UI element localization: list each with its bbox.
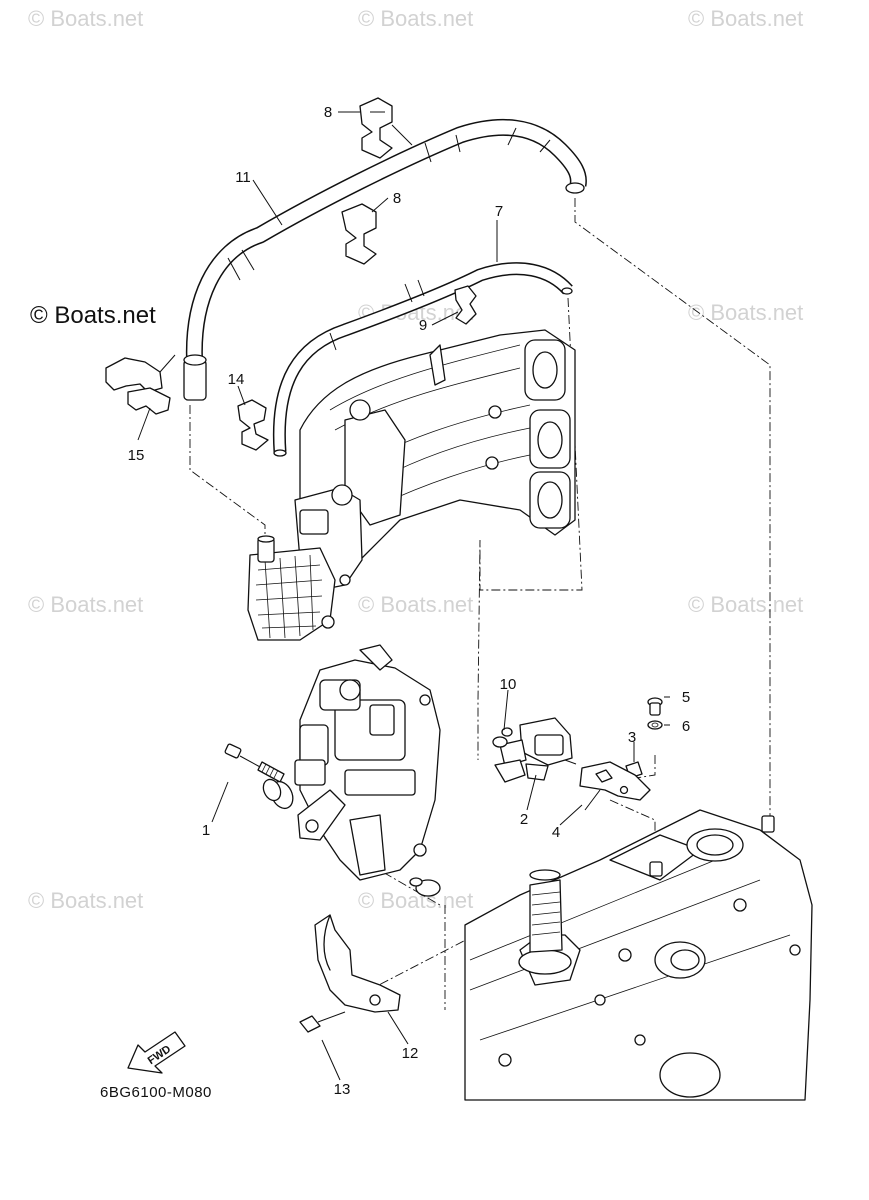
bolt-5	[647, 697, 663, 716]
vapor-separator	[294, 644, 441, 881]
bolt-13	[299, 1011, 346, 1033]
callout-6: 6	[682, 718, 690, 735]
bracket-4	[579, 761, 651, 811]
bolt-1	[224, 743, 346, 841]
callout-9: 9	[419, 317, 427, 334]
callout-15: 15	[128, 447, 145, 464]
watermark-top-center: © Boats.net	[358, 6, 474, 31]
callout-2: 2	[520, 811, 528, 828]
hose-7	[272, 262, 573, 457]
intake-manifold	[299, 329, 576, 561]
callout-7: 7	[495, 203, 503, 220]
fwd-arrow-icon: FWD	[127, 1031, 186, 1074]
clip-9	[454, 285, 477, 325]
watermark-bottom-left: © Boats.net	[28, 888, 144, 913]
callout-10: 10	[500, 676, 517, 693]
watermark-top-right: © Boats.net	[688, 6, 804, 31]
callout-8-top: 8	[324, 104, 332, 121]
watermark-bottom-center: © Boats.net	[358, 888, 474, 913]
watermark-low-center: © Boats.net	[358, 592, 474, 617]
grommet	[409, 877, 441, 897]
watermark-mid-right: © Boats.net	[688, 300, 804, 325]
engine-block	[464, 809, 813, 1101]
callout-5: 5	[682, 689, 690, 706]
callout-4: 4	[552, 824, 560, 841]
callout-3: 3	[628, 729, 636, 746]
clip-15	[105, 354, 176, 415]
watermark-top-left: © Boats.net	[28, 6, 144, 31]
callout-12: 12	[402, 1045, 419, 1062]
clip-14	[237, 399, 269, 451]
callouts: 8 8 11 7 9 14 15 10 5 6 3 2 4 1 12 13	[128, 104, 691, 1098]
watermark-low-right: © Boats.net	[688, 592, 804, 617]
washer-6	[647, 720, 663, 730]
diagram-code: 6BG6100-M080	[100, 1084, 212, 1101]
leader-lines	[137, 111, 670, 1081]
callout-13: 13	[334, 1081, 351, 1098]
callout-1: 1	[202, 822, 210, 839]
callout-11: 11	[235, 169, 251, 186]
clip-8-mid	[341, 203, 377, 265]
solenoid-2	[494, 717, 577, 783]
callout-8-mid: 8	[393, 190, 401, 207]
bracket-12	[314, 914, 401, 1013]
watermark-low-left: © Boats.net	[28, 592, 144, 617]
boats-net-watermark: © Boats.net	[30, 302, 156, 329]
hose-11	[183, 118, 587, 401]
callout-14: 14	[228, 371, 245, 388]
throttle-body	[247, 484, 363, 641]
clip-8-top	[359, 97, 413, 159]
